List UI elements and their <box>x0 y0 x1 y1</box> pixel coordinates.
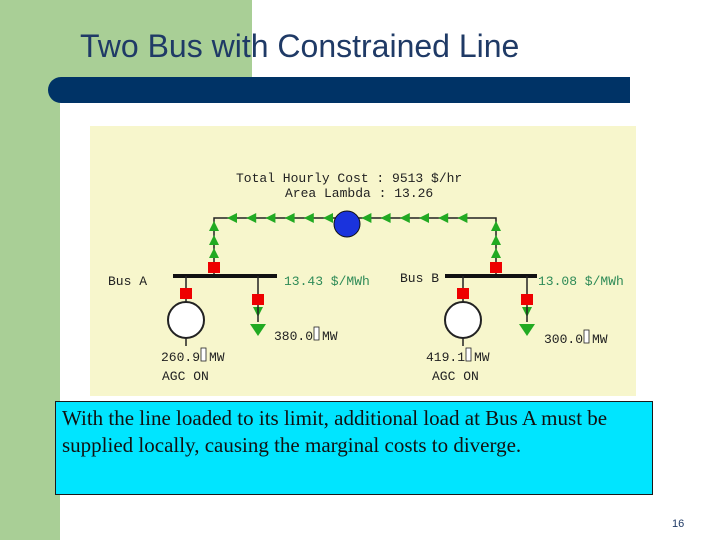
load-b-value: 300.0 <box>544 332 583 347</box>
load-b-arrow-icon <box>519 324 535 336</box>
flow-arrows <box>209 213 532 317</box>
flow-arrow-icon <box>303 213 314 223</box>
load-b-unit: MW <box>592 332 608 347</box>
generator-b-agc[interactable]: AGC ON <box>432 369 479 384</box>
generator-b-readout: 419.1 MW AGC ON <box>426 347 490 384</box>
flow-arrow-icon <box>209 248 219 258</box>
diagram-panel <box>90 126 636 396</box>
flow-arrow-icon <box>246 213 257 223</box>
generator-a <box>167 276 205 346</box>
bus-b-label: Bus B <box>400 271 439 286</box>
area-lambda-label: Area Lambda : 13.26 <box>285 186 433 201</box>
generator-a-breaker[interactable] <box>180 288 192 299</box>
flow-arrow-icon <box>399 213 410 223</box>
flow-arrow-icon <box>491 235 501 245</box>
flow-arrow-icon <box>284 213 295 223</box>
generator-b-breaker[interactable] <box>457 288 469 299</box>
load-b-readout: 300.0 MW <box>544 329 608 347</box>
bus-a-price: 13.43 $/MWh <box>284 274 370 289</box>
generator-a-agc[interactable]: AGC ON <box>162 369 209 384</box>
load-a-readout: 380.0 MW <box>274 326 338 344</box>
flow-arrow-icon <box>323 213 333 223</box>
generator-a-unit: MW <box>209 350 225 365</box>
load-a-breaker[interactable] <box>252 294 264 305</box>
caption-box: With the line loaded to its limit, addit… <box>55 401 653 495</box>
flow-arrow-icon <box>491 221 501 231</box>
generator-b-icon[interactable] <box>444 301 482 339</box>
flow-arrow-icon <box>491 248 501 258</box>
bus-b-price: 13.08 $/MWh <box>538 274 624 289</box>
line-breaker-b[interactable] <box>490 262 502 273</box>
load-a <box>250 276 266 336</box>
area-node-icon[interactable] <box>333 210 361 238</box>
generator-b <box>444 276 482 346</box>
flow-arrow-icon <box>380 213 391 223</box>
flow-arrow-icon <box>419 213 429 223</box>
load-b-breaker[interactable] <box>521 294 533 305</box>
flow-arrow-icon <box>438 213 449 223</box>
generator-b-spinner-icon[interactable] <box>465 347 472 362</box>
line-breaker-a[interactable] <box>208 262 220 273</box>
flow-arrow-icon <box>265 213 276 223</box>
load-a-unit: MW <box>322 329 338 344</box>
bus-a-label: Bus A <box>108 274 147 289</box>
flow-arrow-icon <box>209 221 219 231</box>
flow-arrow-icon <box>209 235 219 245</box>
generator-b-value: 419.1 <box>426 350 465 365</box>
title-band <box>60 0 252 84</box>
generator-a-readout: 260.9 MW AGC ON <box>161 347 225 384</box>
generator-a-spinner-icon[interactable] <box>200 347 207 362</box>
flow-arrow-icon <box>361 213 372 223</box>
title-divider-bar <box>48 77 630 103</box>
load-a-arrow-icon <box>250 324 266 336</box>
load-a-spinner-icon[interactable] <box>313 326 320 341</box>
flow-arrow-icon <box>457 213 468 223</box>
generator-a-value: 260.9 <box>161 350 200 365</box>
flow-arrow-icon <box>227 213 237 223</box>
generator-a-icon[interactable] <box>167 301 205 339</box>
slide-title: Two Bus with Constrained Line <box>80 28 520 64</box>
load-a-value: 380.0 <box>274 329 313 344</box>
load-b <box>519 276 535 336</box>
load-b-spinner-icon[interactable] <box>583 329 590 344</box>
generator-b-unit: MW <box>474 350 490 365</box>
total-cost-label: Total Hourly Cost : 9513 $/hr <box>236 171 462 186</box>
page-number: 16 <box>672 518 685 530</box>
